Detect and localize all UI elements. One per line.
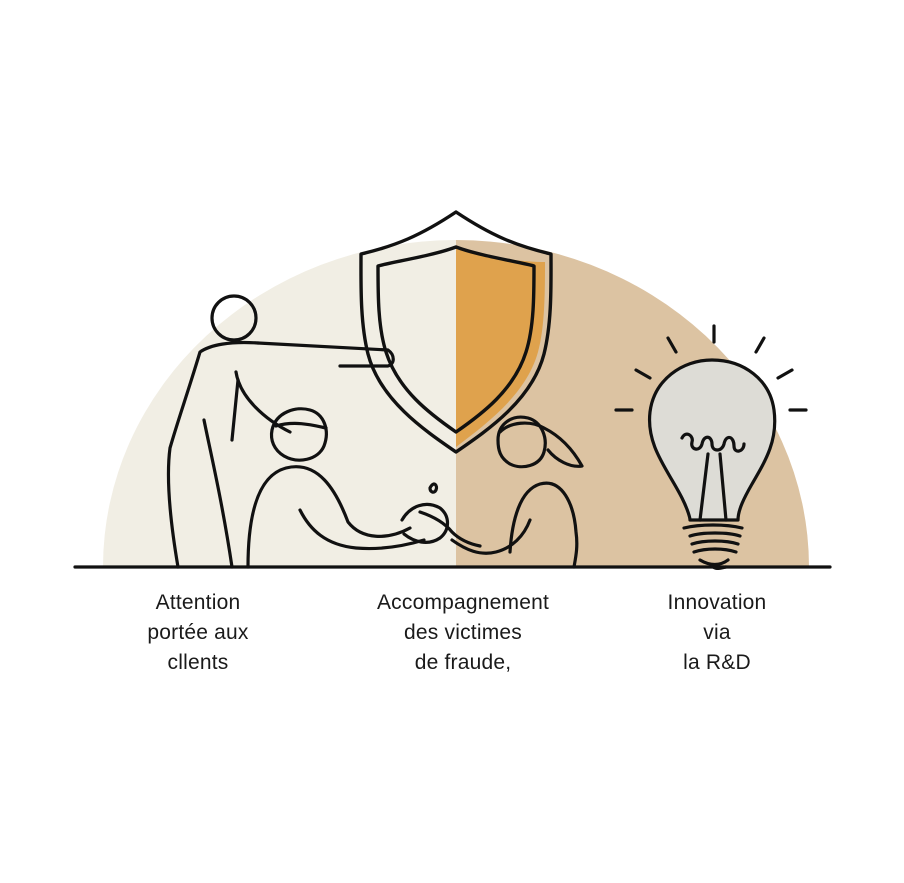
caption-innovation: Innovation via la R&D (622, 588, 812, 678)
caption-line: Attention (155, 591, 241, 614)
caption-line: Accompagnement (376, 591, 550, 614)
shield-icon (359, 210, 553, 454)
shield-left-fill (367, 247, 456, 447)
dome-left-half (103, 240, 456, 567)
caption-line: portée aux (147, 621, 249, 644)
seated-woman-icon (450, 415, 584, 569)
lightbulb-icon (614, 324, 808, 570)
caption-line: via (703, 621, 731, 644)
handshake-icon (400, 482, 482, 548)
caption-client-care: Attention portée aux cllents (108, 588, 288, 678)
caption-line: des victimes (404, 621, 522, 644)
caption-fraud-support: Accompagnement des victimes de fraude, (348, 588, 578, 678)
caption-line: Innovation (667, 591, 767, 614)
caption-line: la R&D (683, 651, 751, 674)
seated-man-icon (246, 407, 426, 569)
caption-line: cllents (167, 651, 229, 674)
person-pointing-icon (166, 294, 395, 569)
shield-right-fill (456, 247, 545, 447)
caption-line: de fraude, (414, 651, 512, 674)
